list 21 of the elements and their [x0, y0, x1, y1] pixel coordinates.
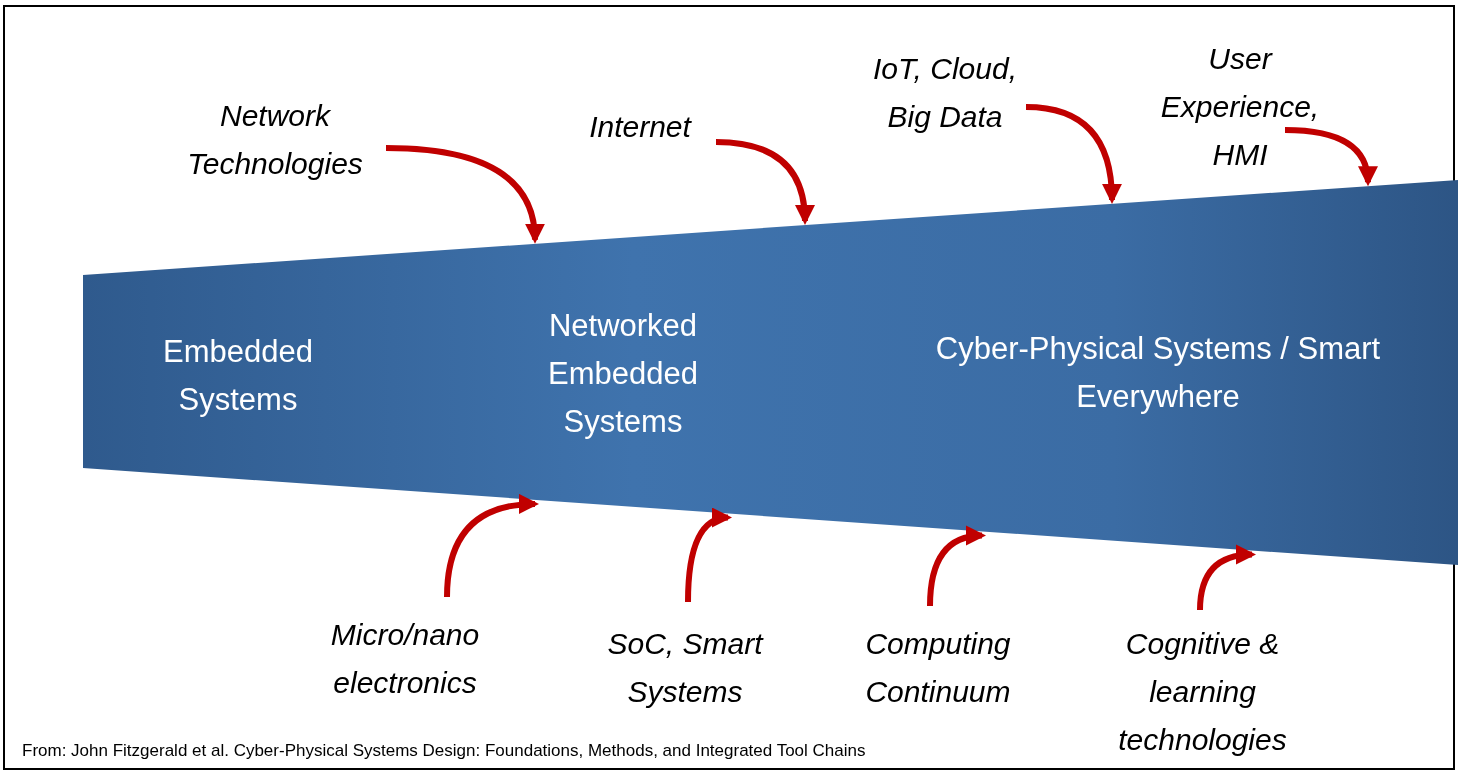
curved-arrow: [1197, 545, 1256, 611]
curved-arrow: [1284, 127, 1377, 187]
technology-label: SoC, Smart Systems: [585, 620, 785, 716]
curved-arrow: [1025, 104, 1122, 204]
curved-arrow: [927, 526, 986, 607]
tapered-band: [83, 180, 1458, 565]
technology-label: User Experience, HMI: [1135, 35, 1345, 179]
technology-label: IoT, Cloud, Big Data: [850, 45, 1040, 141]
technology-label: Micro/nano electronics: [295, 611, 515, 707]
curved-arrow: [685, 509, 732, 603]
technology-label: Network Technologies: [160, 92, 390, 188]
band-label: Cyber-Physical Systems / Smart Everywhere: [934, 330, 1382, 416]
curved-arrow: [715, 139, 815, 226]
curved-arrow: [444, 494, 539, 598]
band-label: Networked Embedded Systems: [547, 307, 699, 441]
technology-label: Internet: [560, 103, 720, 151]
technology-label: Cognitive & learning technologies: [1095, 620, 1310, 764]
technology-label: Computing Continuum: [838, 620, 1038, 716]
caption: From: John Fitzgerald et al. Cyber-Physical Systems Design: Foundations, Methods, and Integrated Tool Chains: [22, 740, 866, 762]
band-label: Embedded Systems: [162, 333, 314, 419]
curved-arrow: [385, 145, 544, 244]
